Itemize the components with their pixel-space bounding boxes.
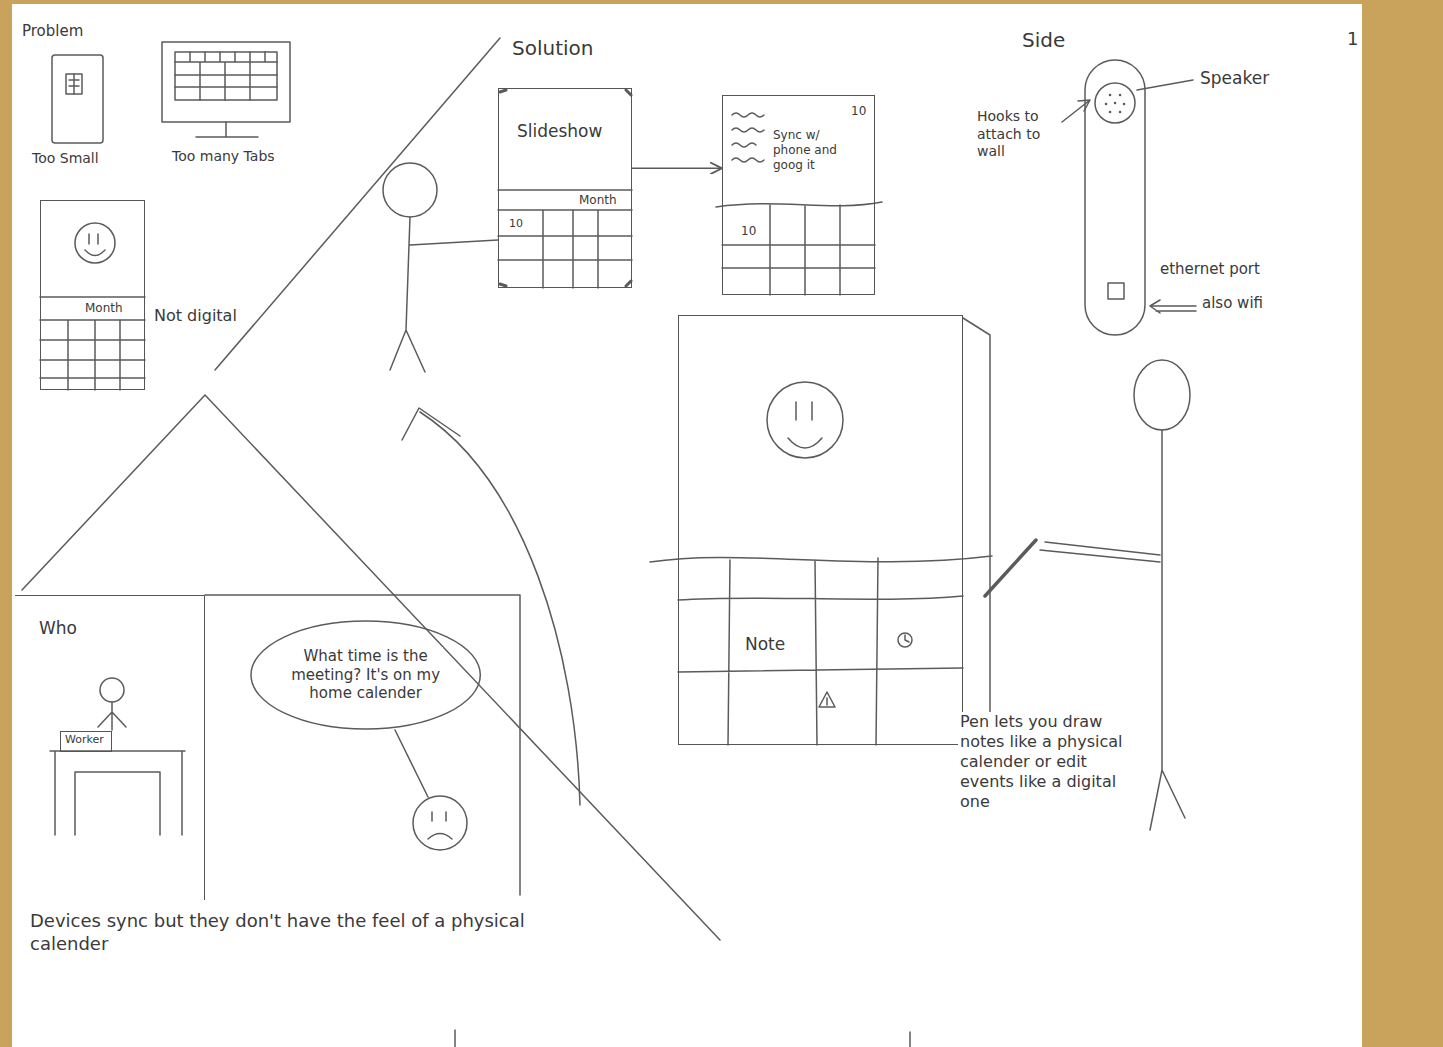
tablet-calendar-grid (716, 202, 882, 295)
node-text: Worker (63, 733, 106, 747)
page-ticks (455, 1030, 910, 1047)
node-text: What time is the meeting? It's on my hom… (289, 647, 443, 703)
section-heading: Problem (20, 22, 85, 41)
problem-caption: Not digital (152, 306, 239, 326)
problem-caption: Too Small (30, 150, 101, 168)
connectors (632, 168, 722, 169)
tablet-screen: 10Sync w/ phone and goog it10 (722, 95, 875, 295)
connector-arrow (632, 168, 722, 170)
person-head (383, 163, 437, 217)
part-callout: Hooks to attach to wall (975, 108, 1055, 161)
desk-sketch (50, 751, 185, 835)
smiley-features (788, 402, 822, 448)
smiley-features (85, 234, 105, 256)
speaker-holes (1106, 95, 1124, 112)
tablet-sketch (52, 55, 103, 143)
calendar-depth (963, 318, 990, 745)
worker-head (100, 678, 124, 702)
tablet-calendar-grid (498, 190, 632, 288)
node-text: Note (743, 634, 787, 655)
speaker-dots (1106, 95, 1124, 112)
node-text: 10 (507, 217, 525, 231)
monitor-tabs (175, 52, 277, 100)
tablet-corners (500, 90, 631, 286)
pencil-lines (22, 38, 1196, 1047)
node-text: Slideshow (515, 121, 604, 142)
who-panel: WhoWorker (15, 595, 205, 900)
scribble-lines (732, 113, 764, 162)
clock-icon (898, 633, 912, 647)
tablet-grid (69, 74, 79, 94)
page-number: 1 (1345, 28, 1360, 51)
panel-frame (205, 595, 520, 895)
leader-arrow (1150, 300, 1196, 313)
section-heading: Side (1020, 28, 1067, 53)
node-text: Month (577, 193, 619, 208)
speaker-grille (1095, 83, 1135, 123)
node-text: 10 (849, 104, 868, 119)
node-text: Sync w/ phone and goog it (771, 128, 857, 173)
speech-bubble-shape (251, 621, 480, 729)
roof-line (22, 395, 720, 940)
leader-arrow (1062, 100, 1090, 122)
node-text: 10 (739, 224, 758, 239)
smiley-face (767, 382, 843, 458)
leader-line (1137, 80, 1193, 90)
wall-calendar: Note (678, 315, 963, 745)
monitor-stand (196, 122, 258, 137)
paper-sheet (12, 4, 1362, 1047)
flow-arrow (420, 412, 580, 805)
worker-body (98, 702, 126, 730)
speech-bubble: What time is the meeting? It's on my hom… (250, 620, 481, 730)
part-callout: Speaker (1198, 68, 1271, 89)
calendar-grid (650, 556, 992, 745)
device-side (1085, 60, 1145, 335)
smiley-face (75, 223, 115, 263)
ethernet-port (1108, 283, 1124, 299)
person-head (1134, 360, 1190, 430)
warning-icon (819, 692, 835, 707)
problem-caption: Too many Tabs (170, 148, 277, 166)
monitor-screen (175, 52, 277, 100)
note-text: Pen lets you draw notes like a physical … (958, 712, 1142, 812)
part-callout: ethernet port (1158, 260, 1262, 279)
paper-calendar: Month (40, 200, 145, 390)
tablet-screen-sketch (66, 74, 82, 94)
tablet-screen: SlideshowMonth 10 (498, 88, 632, 288)
person-body (390, 217, 498, 372)
monitor-sketch (162, 42, 290, 122)
part-callout: also wifi (1200, 294, 1265, 313)
clock-hands (905, 635, 909, 642)
divider-line (215, 38, 500, 370)
calendar-grid (40, 297, 145, 390)
sad-face-features (428, 812, 452, 839)
node-text: Month (83, 301, 125, 316)
note-text: Devices sync but they don't have the fee… (28, 910, 592, 955)
sad-face (413, 796, 467, 850)
flow-arrowhead (402, 408, 460, 440)
section-heading: Solution (510, 36, 595, 61)
desk-sign: Worker (60, 731, 112, 753)
node-text: Who (37, 618, 79, 639)
stylus-pen (985, 540, 1036, 596)
bubble-tail (395, 730, 428, 797)
